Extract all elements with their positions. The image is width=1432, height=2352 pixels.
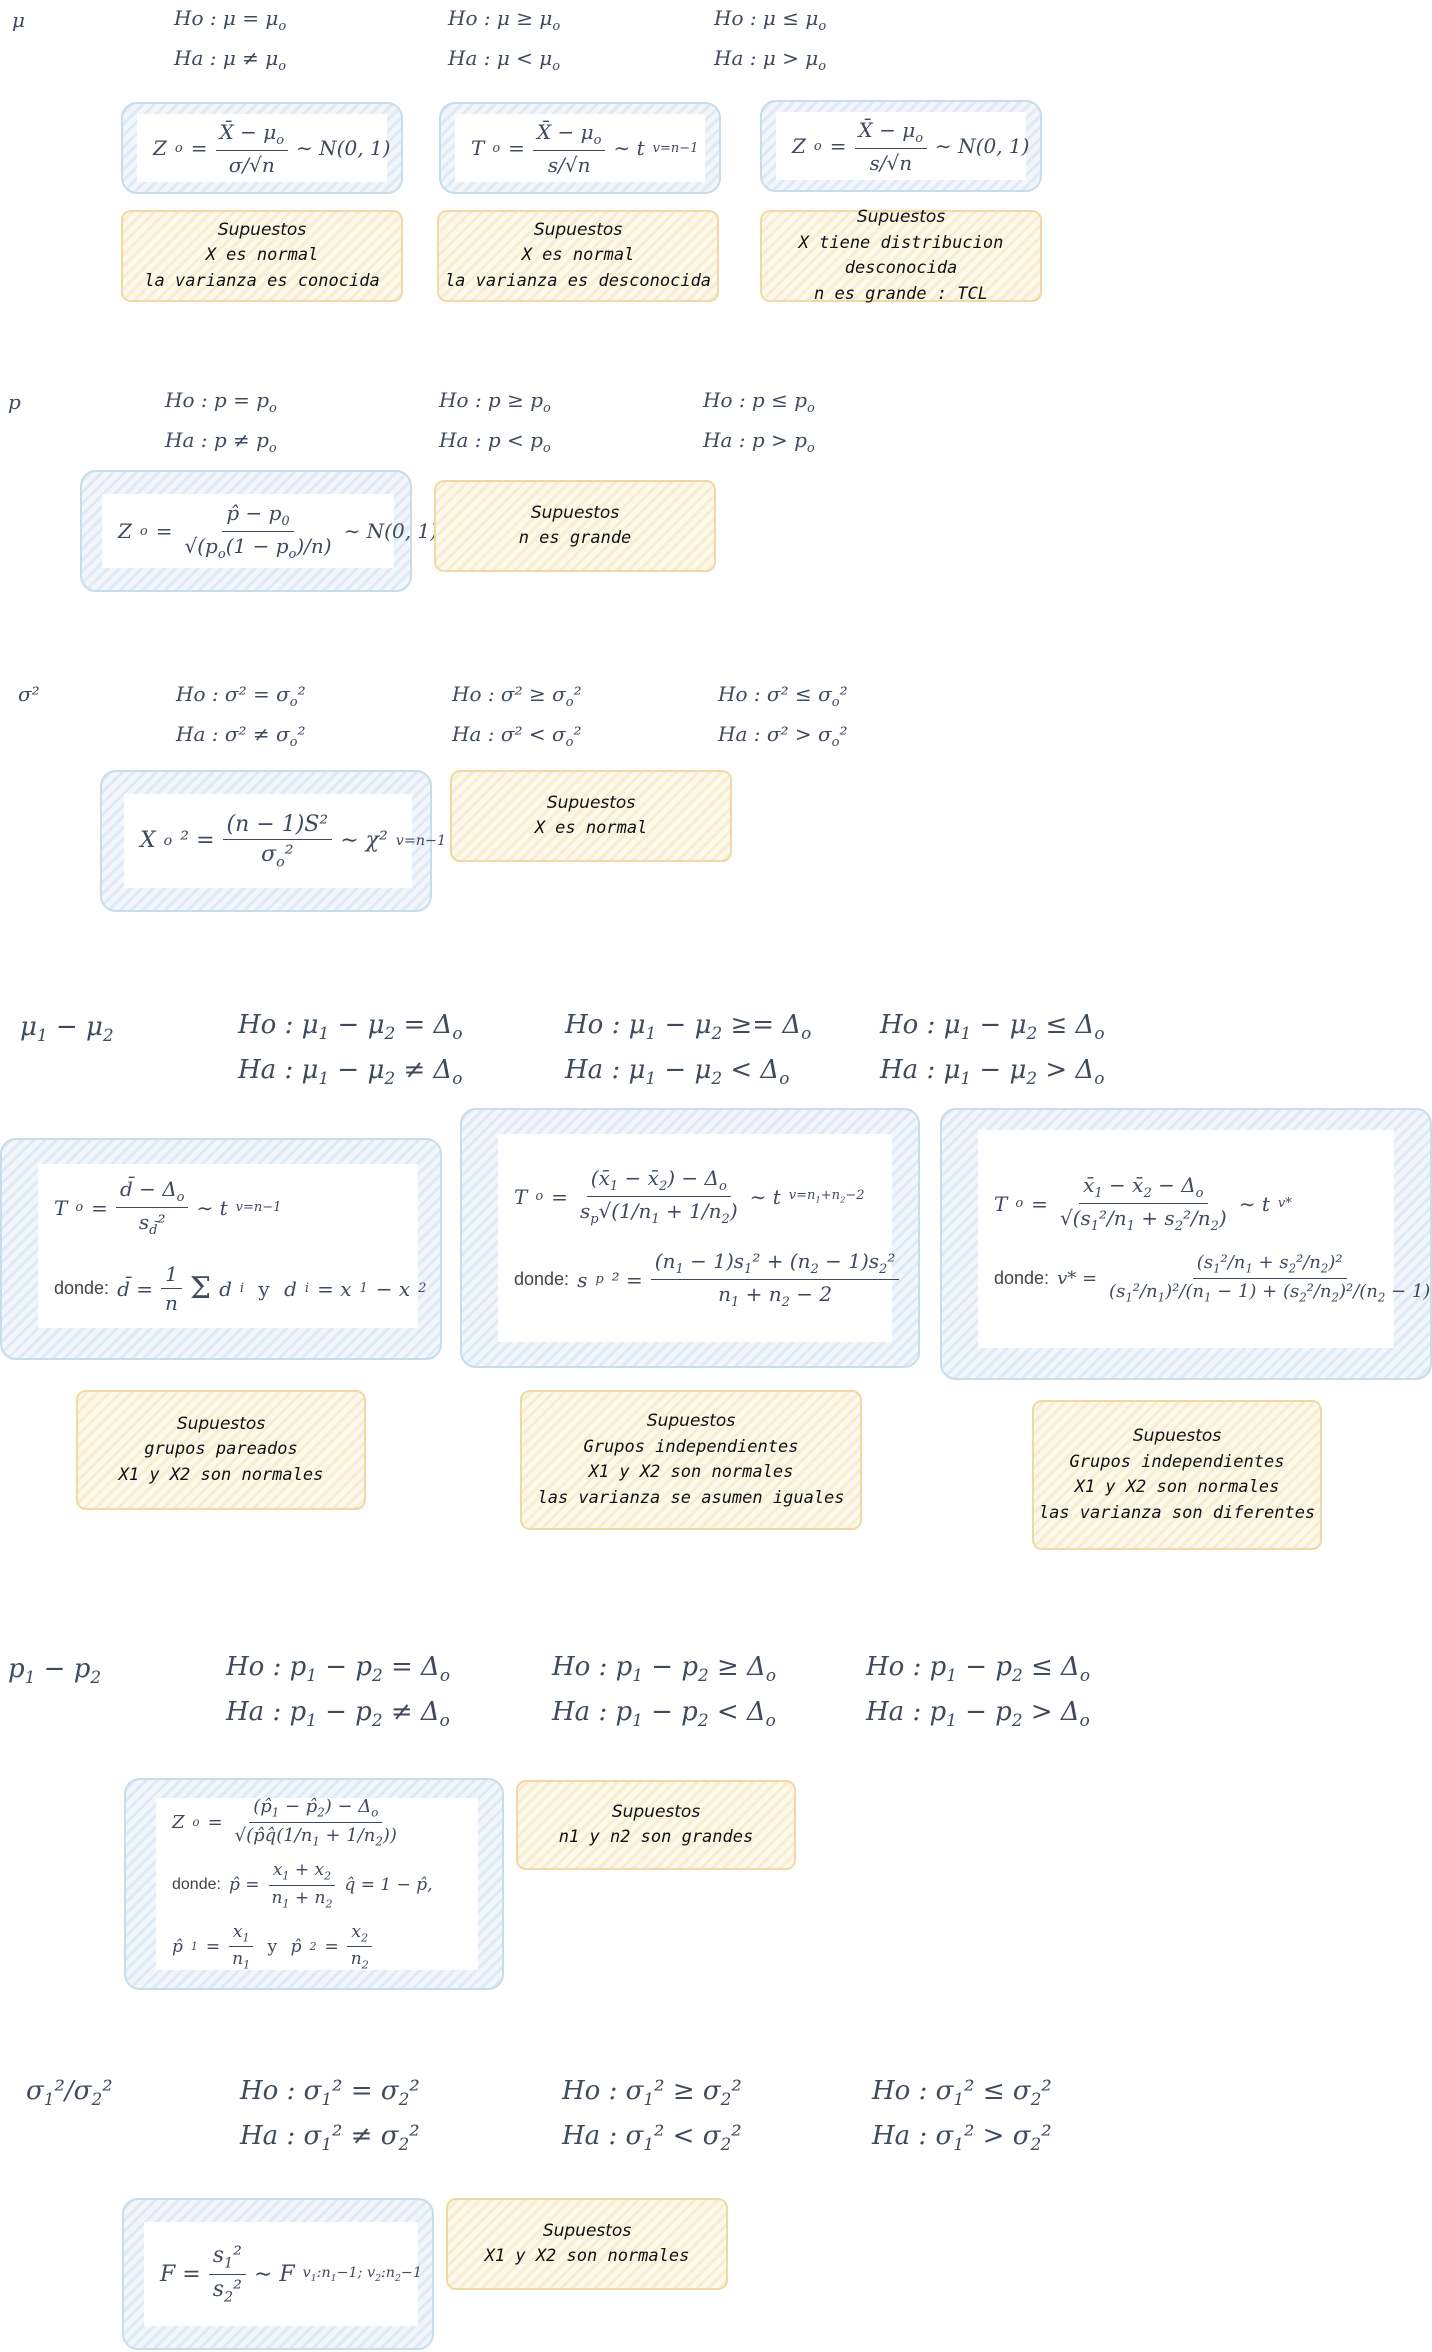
param-label: σ² [18,682,40,706]
assumptions-note: Supuestos n es grande [434,480,716,572]
note-line: X1 y X2 son normales [1074,1477,1280,1497]
note-title: Supuestos [856,207,946,227]
note-line: las varianza son diferentes [1038,1502,1316,1523]
param-label: μ [12,8,25,32]
note-line: X1 y X2 son normales [484,2246,690,2266]
note-title: Supuestos [611,1801,701,1822]
param-label: p1 − p2 [8,1654,102,1688]
note-line: n es grande [518,528,632,548]
note-title: Supuestos [542,2220,632,2241]
assumptions-note: Supuestos Grupos independientes X1 y X2 … [1032,1400,1322,1550]
note-title: Supuestos [176,1413,266,1434]
note-line: X es normal [521,245,635,266]
assumptions-note: Supuestos X es normal la varianza es con… [121,210,403,302]
assumptions-note: Supuestos X1 y X2 son normales [446,2198,728,2290]
donde-label: donde: [54,1278,110,1298]
assumptions-note: Supuestos X tiene distribucion desconoci… [760,207,1042,304]
note-line: n1 y n2 son grandes [558,1827,754,1847]
note-line: X tiene distribucion desconocida [798,232,1004,279]
param-label: μ1 − μ2 [20,1012,114,1046]
note-title: Supuestos [533,219,623,240]
note-line: las varianza se asumen iguales [537,1487,845,1508]
note-title: Supuestos [1132,1426,1222,1446]
note-line: la varianza es desconocida [444,270,712,291]
note-line: Grupos independientes [1069,1451,1285,1472]
param-label: p [8,390,21,414]
donde-label: donde: [994,1268,1050,1288]
note-line: n es grande : TCL [814,283,988,304]
note-line: X es normal [205,245,319,266]
assumptions-note: Supuestos X es normal [450,770,732,862]
note-line: la varianza es conocida [144,270,380,291]
note-title: Supuestos [217,219,307,240]
note-line: X1 y X2 son normales [588,1462,794,1482]
assumptions-note: Supuestos X es normal la varianza es des… [437,210,719,302]
note-line: Grupos independientes [583,1436,799,1457]
param-label: σ1²/σ2² [26,2076,113,2110]
note-title: Supuestos [546,792,636,813]
assumptions-note: Supuestos grupos pareados X1 y X2 son no… [76,1390,366,1510]
donde-label: donde: [172,1876,221,1894]
note-line: grupos pareados [144,1439,298,1460]
note-line: X1 y X2 son normales [118,1464,324,1485]
note-title: Supuestos [646,1411,736,1431]
donde-label: donde: [514,1269,570,1289]
note-title: Supuestos [530,502,620,523]
assumptions-note: Supuestos Grupos independientes X1 y X2 … [520,1390,862,1530]
note-line: X es normal [534,818,648,838]
assumptions-note: Supuestos n1 y n2 son grandes [516,1780,796,1870]
